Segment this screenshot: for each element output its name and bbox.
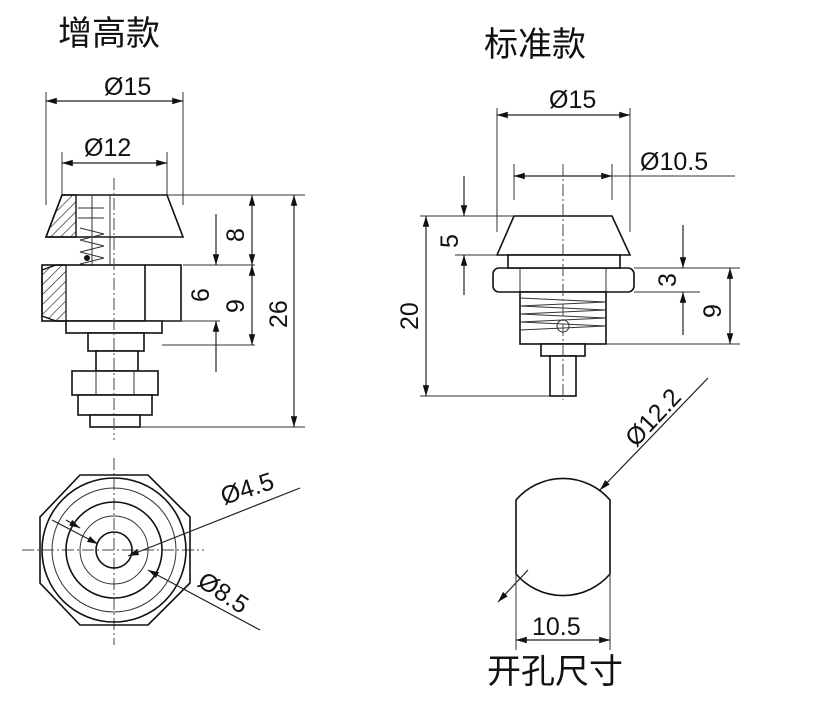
raised-small-diameter-label: Ø4.5 [217,467,277,510]
standard-total-height-label: 20 [396,302,424,330]
raised-model-title: 增高款 [58,14,160,54]
raised-thread-height-label: 9 [222,299,250,313]
standard-thread-height-label: 9 [699,304,727,318]
standard-side-view [420,108,740,400]
raised-large-diameter-label: Ø8.5 [193,567,254,620]
raised-inner-diameter-label: Ø12 [84,134,131,162]
hole-size-title: 开孔尺寸 [487,652,623,692]
raised-total-height-label: 26 [265,300,293,328]
hole-diameter-label: Ø12.2 [620,383,687,452]
hole-flat-width-label: 10.5 [532,613,581,641]
standard-inner-diameter-label: Ø10.5 [640,148,708,176]
raised-cap-height-label: 8 [222,228,250,242]
standard-model-title: 标准款 [484,25,586,65]
hole-size-view [497,377,709,650]
raised-hex-height-label: 6 [187,288,215,302]
raised-outer-diameter-label: Ø15 [104,73,151,101]
standard-outer-diameter-label: Ø15 [549,86,596,114]
standard-cap-height-label: 5 [436,234,464,248]
standard-hex-height-label: 3 [654,273,682,287]
raised-top-view [22,458,301,645]
raised-side-view [41,92,305,440]
